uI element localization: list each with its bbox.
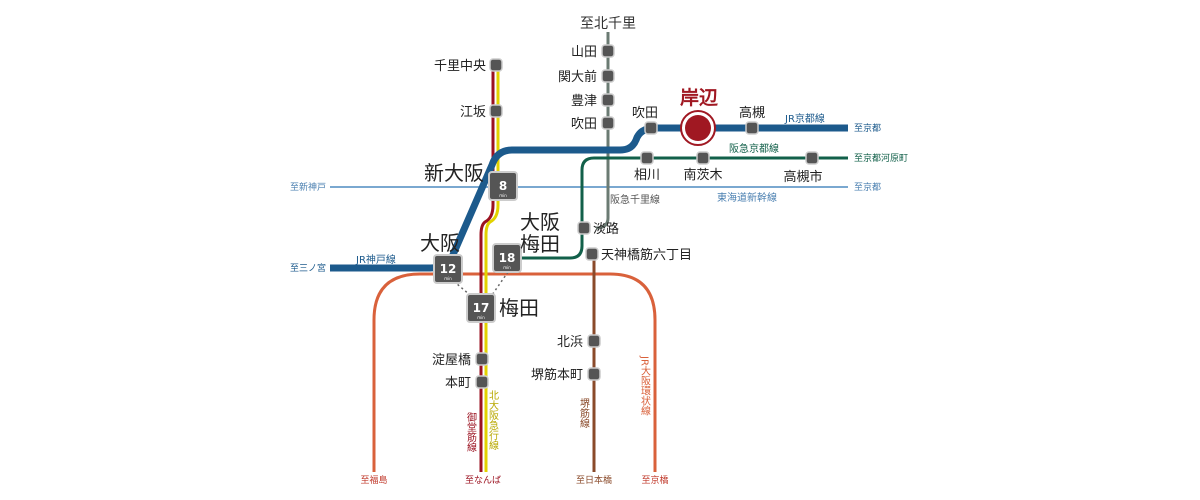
line-label-jr-kobe: JR神戸線 — [355, 253, 396, 266]
station-marker-suita-senri — [601, 116, 615, 130]
featured-station-marker — [685, 115, 711, 141]
osaka-loop-line — [372, 272, 657, 472]
station-marker-kandaimae — [601, 69, 615, 83]
hankyu-senri-line — [595, 32, 610, 230]
hub-minutes-osaka-umeda: 18 — [499, 251, 516, 265]
station-label-esaka: 江坂 — [460, 105, 486, 120]
hub-unit-shin-osaka: min — [499, 193, 507, 198]
hub-label-osaka-umeda-1: 大阪 — [520, 210, 560, 234]
station-label-honmachi: 本町 — [445, 376, 471, 391]
station-label-tenjinbashi: 天神橋筋六丁目 — [601, 247, 692, 263]
station-label-senri-chuo: 千里中央 — [434, 59, 486, 74]
station-label-suita-senri: 吹田 — [571, 117, 597, 132]
hankyu-kyoto-line — [515, 156, 848, 260]
dest-kyobashi: 至京橋 — [641, 474, 668, 486]
station-marker-kitahama — [587, 334, 601, 348]
dest-kitasenri: 至北千里 — [580, 16, 636, 32]
hub-marker-shin-osaka — [488, 171, 518, 201]
dest-shinkobe: 至新神戸 — [290, 181, 326, 193]
hub-minutes-osaka: 12 — [440, 262, 457, 276]
hub-label-umeda: 梅田 — [499, 296, 539, 320]
line-label-jr-kyoto: JR京都線 — [784, 112, 825, 125]
station-marker-senri-chuo — [489, 58, 503, 72]
dest-kawaramachi: 至京都河原町 — [854, 152, 908, 164]
line-label-osaka-loop: JR大阪環状線 — [639, 355, 651, 416]
midosuji-line — [479, 64, 495, 472]
station-label-minami-ibaraki: 南茨木 — [683, 167, 722, 183]
station-marker-honmachi — [475, 375, 489, 389]
station-label-sakaisuji-honmachi: 堺筋本町 — [531, 367, 583, 383]
line-label-shinkansen: 東海道新幹線 — [717, 191, 777, 204]
line-label-hankyu-senri: 阪急千里線 — [610, 193, 660, 206]
station-marker-yodoyabashi — [475, 352, 489, 366]
dest-kyoto-jr: 至京都 — [854, 122, 881, 134]
dest-kyoto-shinkansen: 至京都 — [854, 181, 881, 193]
station-label-takatsukishi: 高槻市 — [783, 169, 822, 185]
hub-unit-osaka: min — [444, 276, 452, 281]
hub-label-osaka-umeda-2: 梅田 — [520, 232, 560, 256]
hub-unit-osaka-umeda: min — [503, 265, 511, 270]
hub-marker-umeda — [466, 293, 496, 323]
transfer-connector — [449, 271, 509, 296]
station-marker-suita-jr — [644, 121, 658, 135]
station-label-kandaimae: 関大前 — [558, 69, 597, 85]
featured-station-label: 岸辺 — [680, 87, 718, 109]
line-label-sakaisuji: 堺筋線 — [578, 398, 590, 428]
hub-unit-umeda: min — [477, 315, 485, 320]
station-marker-esaka — [489, 104, 503, 118]
station-marker-takatsukishi — [805, 151, 819, 165]
station-label-toyotsu: 豊津 — [571, 94, 597, 109]
dest-namba: 至なんば — [465, 475, 501, 486]
station-marker-aikawa — [640, 151, 654, 165]
station-marker-minami-ibaraki — [696, 151, 710, 165]
dest-sannomiya: 至三ノ宮 — [290, 262, 326, 274]
station-label-suita-jr: 吹田 — [632, 106, 658, 121]
line-label-hankyu-kyoto: 阪急京都線 — [729, 142, 779, 155]
hub-marker-osaka — [433, 254, 463, 284]
hub-marker-osaka-umeda — [492, 243, 522, 273]
dest-nipponbashi: 至日本橋 — [576, 474, 612, 486]
station-label-yamada: 山田 — [571, 45, 597, 60]
hub-minutes-shin-osaka: 8 — [499, 179, 507, 193]
station-label-yodoyabashi: 淀屋橋 — [432, 353, 471, 368]
line-label-kita-osaka-kyuko: 北大阪急行線 — [487, 390, 499, 450]
kita-osaka-kyuko-line — [484, 64, 500, 472]
station-marker-tenjinbashi — [585, 247, 599, 261]
station-marker-sakaisuji-honmachi — [587, 367, 601, 381]
station-marker-awaji — [577, 221, 591, 235]
station-marker-toyotsu — [601, 93, 615, 107]
hub-label-shin-osaka: 新大阪 — [424, 161, 484, 185]
hub-minutes-umeda: 17 — [473, 301, 490, 315]
station-marker-yamada — [601, 44, 615, 58]
station-label-aikawa: 相川 — [634, 168, 660, 183]
hub-label-osaka: 大阪 — [420, 231, 460, 255]
dest-fukushima: 至福島 — [360, 474, 387, 486]
station-marker-takatsuki-jr — [745, 121, 759, 135]
station-label-kitahama: 北浜 — [557, 335, 583, 350]
station-label-awaji: 淡路 — [593, 221, 619, 237]
station-label-takatsuki-jr: 高槻 — [739, 105, 765, 121]
line-label-midosuji: 御堂筋線 — [465, 411, 477, 452]
